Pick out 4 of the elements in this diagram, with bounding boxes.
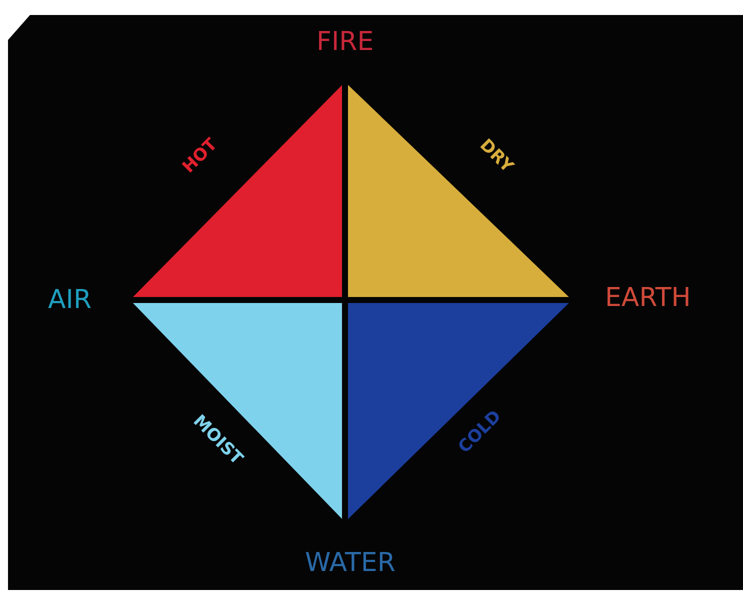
element-label: FIRE xyxy=(316,27,374,57)
element-label: WATER xyxy=(305,548,396,578)
element-label: EARTH xyxy=(605,283,691,313)
element-label: AIR xyxy=(48,285,92,315)
